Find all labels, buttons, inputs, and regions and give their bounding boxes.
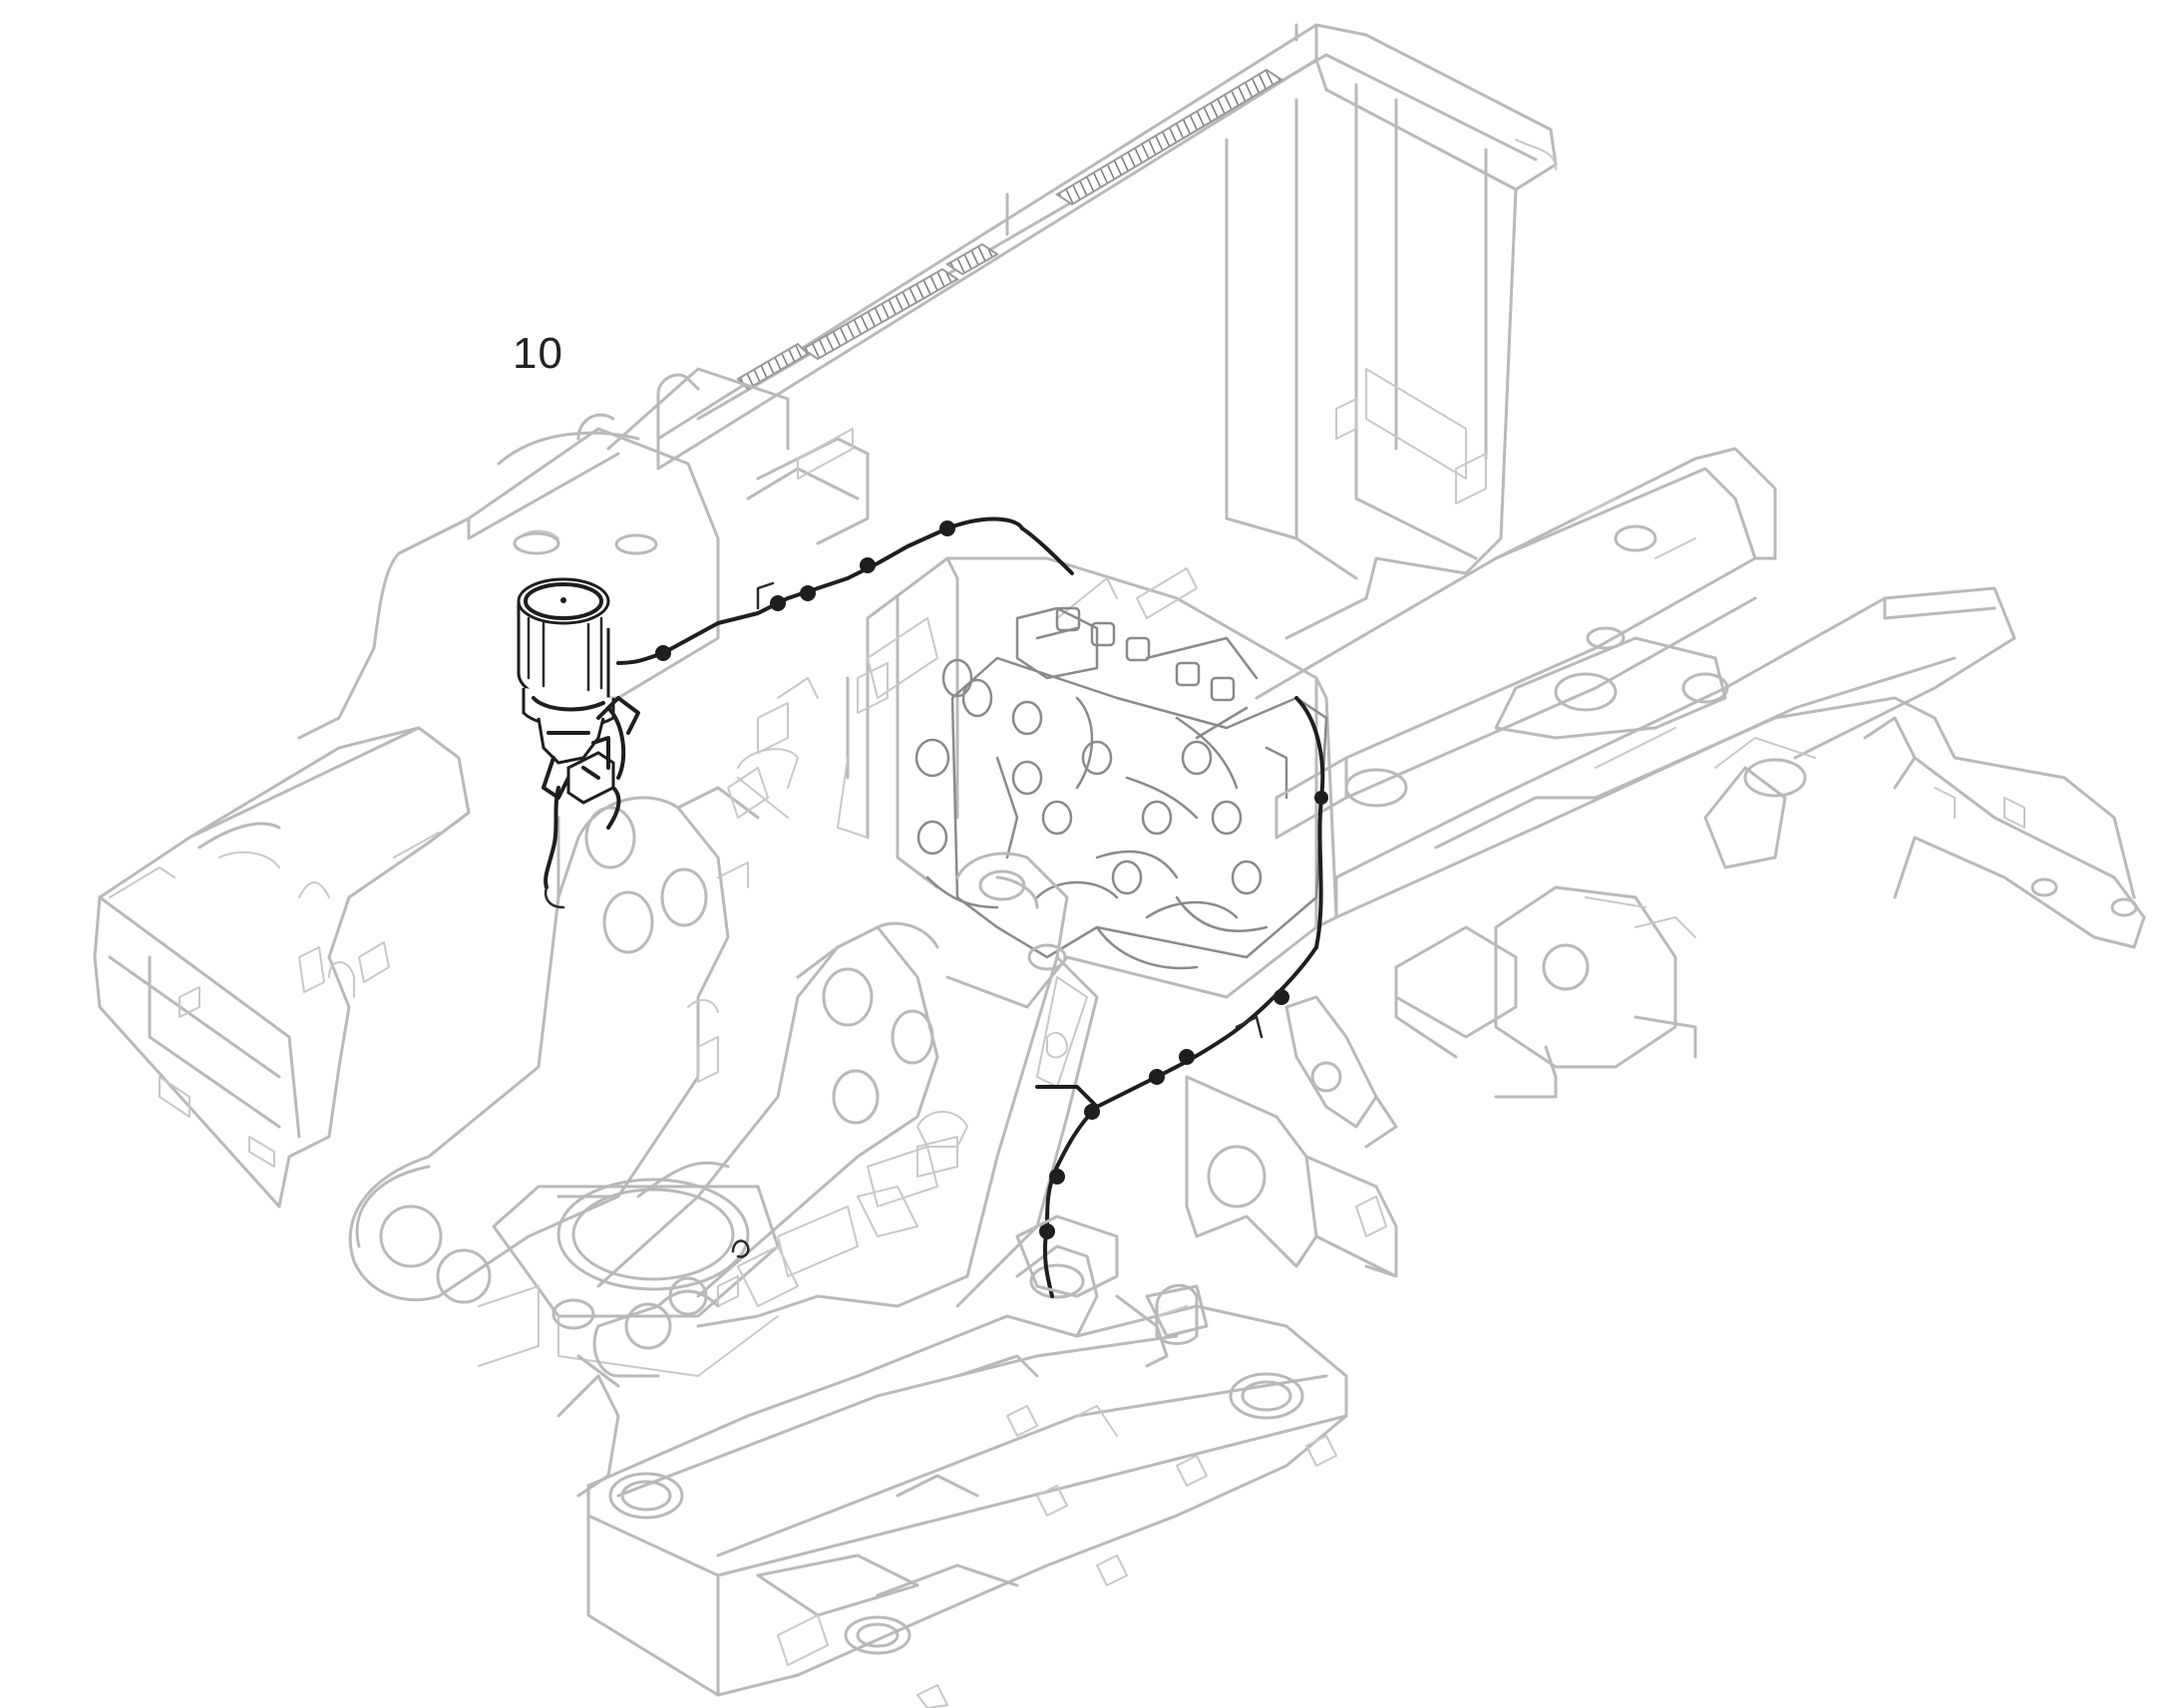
main-beam xyxy=(556,852,1099,1498)
rear-bottom-mount xyxy=(1015,1214,1209,1368)
vent-grille-1 xyxy=(1055,68,1283,206)
track-frame-rails xyxy=(1255,447,2146,949)
swing-circle xyxy=(478,999,780,1377)
rear-hood-frame xyxy=(656,23,1558,640)
left-rear-frame xyxy=(93,726,471,1208)
wire-harness xyxy=(616,516,1328,1298)
filter-assembly xyxy=(517,577,640,909)
left-tank-box xyxy=(297,367,870,740)
vent-grille-2 xyxy=(945,242,999,276)
valve-block xyxy=(914,606,1328,970)
boom-pivot-arms xyxy=(348,786,939,1304)
right-mounts xyxy=(1185,885,1697,1278)
item-callout-10: 10 xyxy=(513,329,563,378)
front-counterweight-frame xyxy=(586,1244,1348,1708)
control-valve-housing xyxy=(717,556,1338,1009)
vent-grille-3 xyxy=(801,267,959,361)
